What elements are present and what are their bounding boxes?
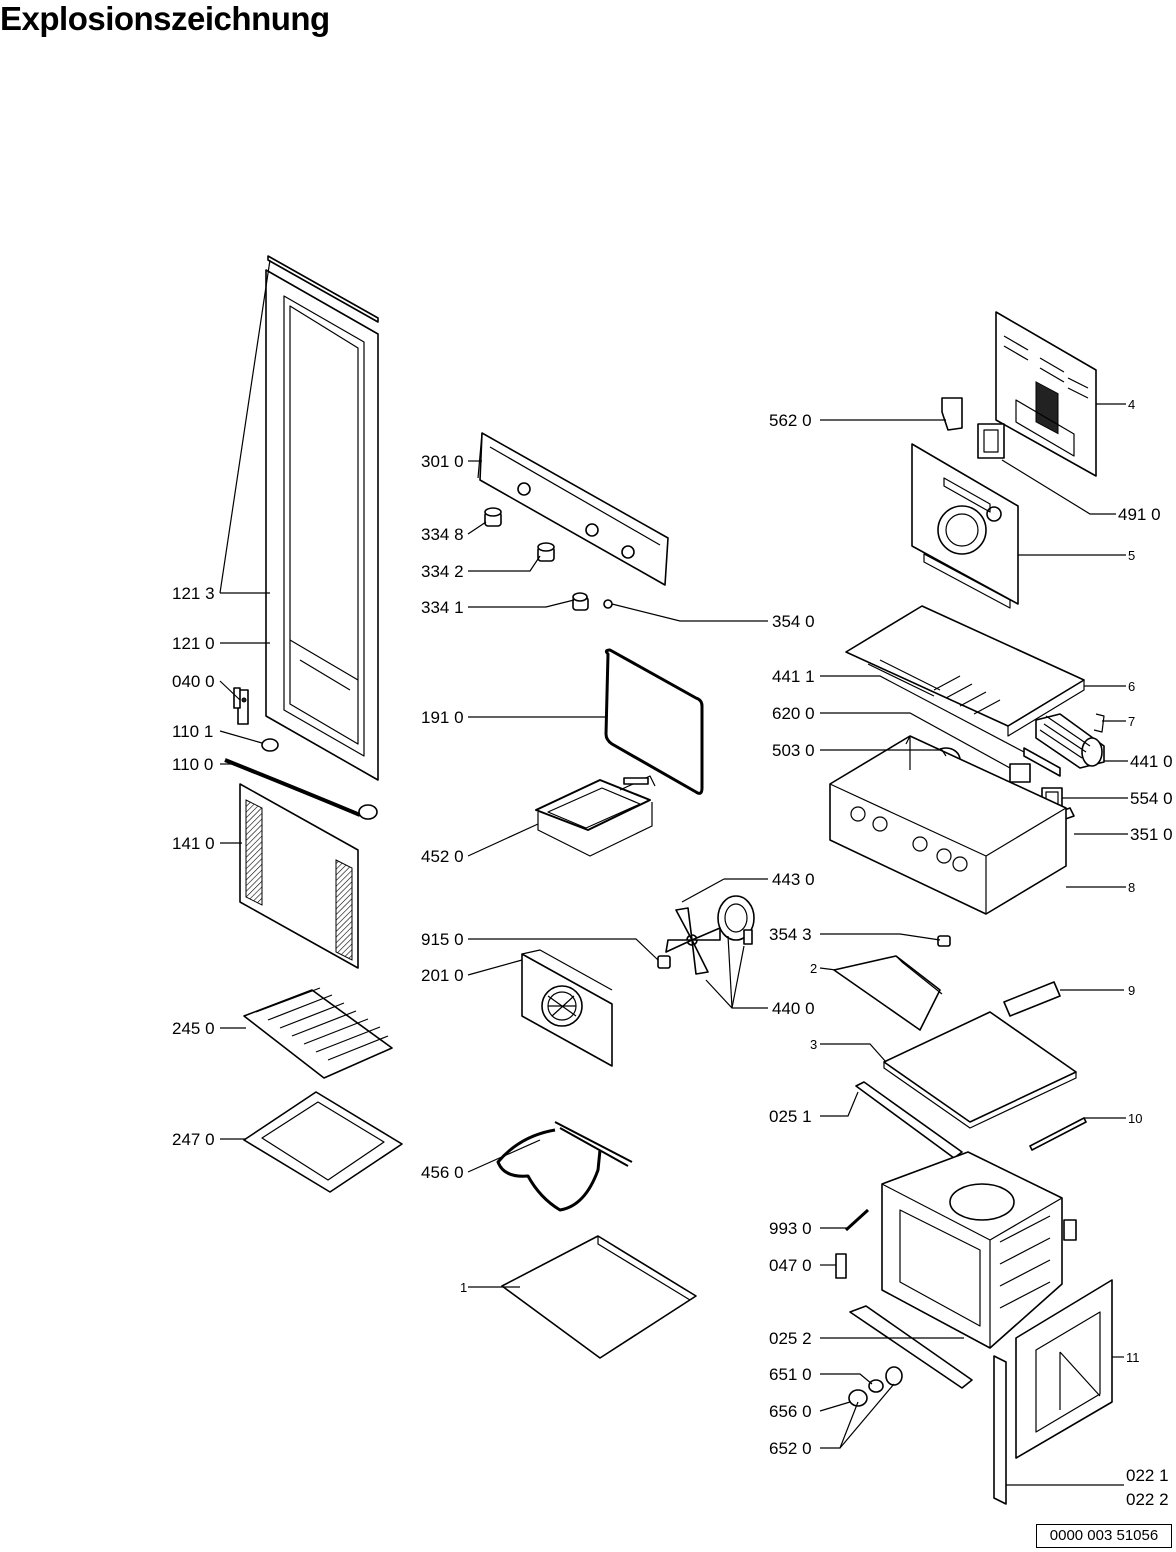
- label-121-3: 121 3: [172, 584, 215, 603]
- document-number: 0000 003 51056: [1036, 1524, 1172, 1548]
- label-443-0: 443 0: [772, 870, 815, 889]
- label-141-0: 141 0: [172, 834, 215, 853]
- rear-panel-part: [995, 311, 1097, 477]
- door-frame-part: [265, 269, 379, 781]
- profile-9-part: [1003, 981, 1061, 1017]
- bracket-047-part: [835, 1253, 847, 1279]
- label-651-0: 651 0: [769, 1365, 812, 1384]
- bottom-plate-part: [501, 1235, 697, 1359]
- label-025-1: 025 1: [769, 1107, 812, 1126]
- fan-cover-part: [521, 949, 613, 1067]
- label-351-0: 351 0: [1130, 825, 1173, 844]
- housing-part: [829, 735, 1067, 915]
- label-022-1: 022 1: [1126, 1466, 1169, 1485]
- side-wall-part: [911, 443, 1019, 609]
- oven-cavity-part: [881, 1151, 1077, 1349]
- label-993-0: 993 0: [769, 1219, 812, 1238]
- label-915-0: 915 0: [421, 930, 464, 949]
- page-title: Explosionszeichnung: [0, 0, 330, 37]
- fan-nut-part: [657, 955, 671, 969]
- label-620-0: 620 0: [772, 704, 815, 723]
- switch-block-part: [1009, 747, 1061, 783]
- label-5: 5: [1128, 548, 1135, 563]
- label-8: 8: [1128, 880, 1135, 895]
- rail-025-2-part: [849, 1305, 973, 1389]
- bottom-heating-element-part: [496, 1121, 633, 1212]
- fan-motor-part: [717, 895, 755, 945]
- label-245-0: 245 0: [172, 1019, 215, 1038]
- label-121-0: 121 0: [172, 634, 215, 653]
- label-491-0: 491 0: [1118, 505, 1161, 524]
- label-10: 10: [1128, 1111, 1142, 1126]
- outer-door-glass-part: [239, 783, 359, 969]
- label-3: 3: [810, 1037, 817, 1052]
- label-503-0: 503 0: [772, 741, 815, 760]
- door-handle-part: [224, 738, 378, 820]
- label-354-0: 354 0: [772, 612, 815, 631]
- label-1: 1: [460, 1280, 467, 1295]
- label-247-0: 247 0: [172, 1130, 215, 1149]
- screw-part: [844, 1208, 870, 1232]
- label-110-1: 110 1: [172, 722, 213, 741]
- label-441-1: 441 1: [772, 667, 815, 686]
- label-452-0: 452 0: [421, 847, 464, 866]
- label-2: 2: [810, 961, 817, 976]
- rail-025-1-part: [855, 1081, 963, 1159]
- label-334-2: 334 2: [421, 562, 464, 581]
- side-strip-part: [993, 1355, 1007, 1505]
- label-11: 11: [1126, 1350, 1140, 1365]
- label-354-3: 354 3: [769, 925, 812, 944]
- label-554-0: 554 0: [1130, 789, 1173, 808]
- inner-glass-part: [604, 648, 704, 795]
- label-040-0: 040 0: [172, 672, 215, 691]
- label-441-0: 441 0: [1130, 752, 1173, 771]
- hinge-part: [233, 687, 249, 725]
- cover-plate-2-part: [833, 955, 943, 1031]
- fan-blade-part: [665, 907, 721, 975]
- control-panel-part: [477, 432, 669, 586]
- button-354-3-part: [937, 935, 951, 947]
- label-656-0: 656 0: [769, 1402, 812, 1421]
- label-022-2: 022 2: [1126, 1490, 1169, 1509]
- frame-11-part: [1015, 1279, 1113, 1459]
- label-191-0: 191 0: [421, 708, 464, 727]
- lamp-parts: [848, 1366, 903, 1407]
- top-cover-part: [845, 605, 1085, 737]
- top-heating-element-part: [535, 775, 656, 857]
- label-334-1: 334 1: [421, 598, 464, 617]
- tangential-fan-part: [1035, 713, 1105, 769]
- label-7: 7: [1128, 714, 1135, 729]
- label-4: 4: [1128, 397, 1135, 412]
- label-047-0: 047 0: [769, 1256, 812, 1275]
- label-025-2: 025 2: [769, 1329, 812, 1348]
- label-201-0: 201 0: [421, 966, 464, 985]
- label-456-0: 456 0: [421, 1163, 464, 1182]
- strip-10-part: [1029, 1117, 1087, 1151]
- label-9: 9: [1128, 983, 1135, 998]
- plate-3-part: [883, 1011, 1077, 1129]
- label-301-0: 301 0: [421, 452, 464, 471]
- label-652-0: 652 0: [769, 1439, 812, 1458]
- baking-tray-part: [243, 1091, 403, 1193]
- door-seal-part: [267, 255, 379, 323]
- wire-rack-part: [243, 987, 393, 1079]
- label-562-0: 562 0: [769, 411, 812, 430]
- label-6: 6: [1128, 679, 1135, 694]
- bracket-part: [941, 397, 963, 431]
- label-334-8: 334 8: [421, 525, 464, 544]
- transformer-part: [977, 423, 1005, 459]
- leader-lines: [219, 259, 1128, 1486]
- label-440-0: 440 0: [772, 999, 815, 1018]
- knob-parts: [484, 507, 613, 611]
- clip-part: [1093, 713, 1105, 733]
- label-110-0: 110 0: [172, 755, 213, 774]
